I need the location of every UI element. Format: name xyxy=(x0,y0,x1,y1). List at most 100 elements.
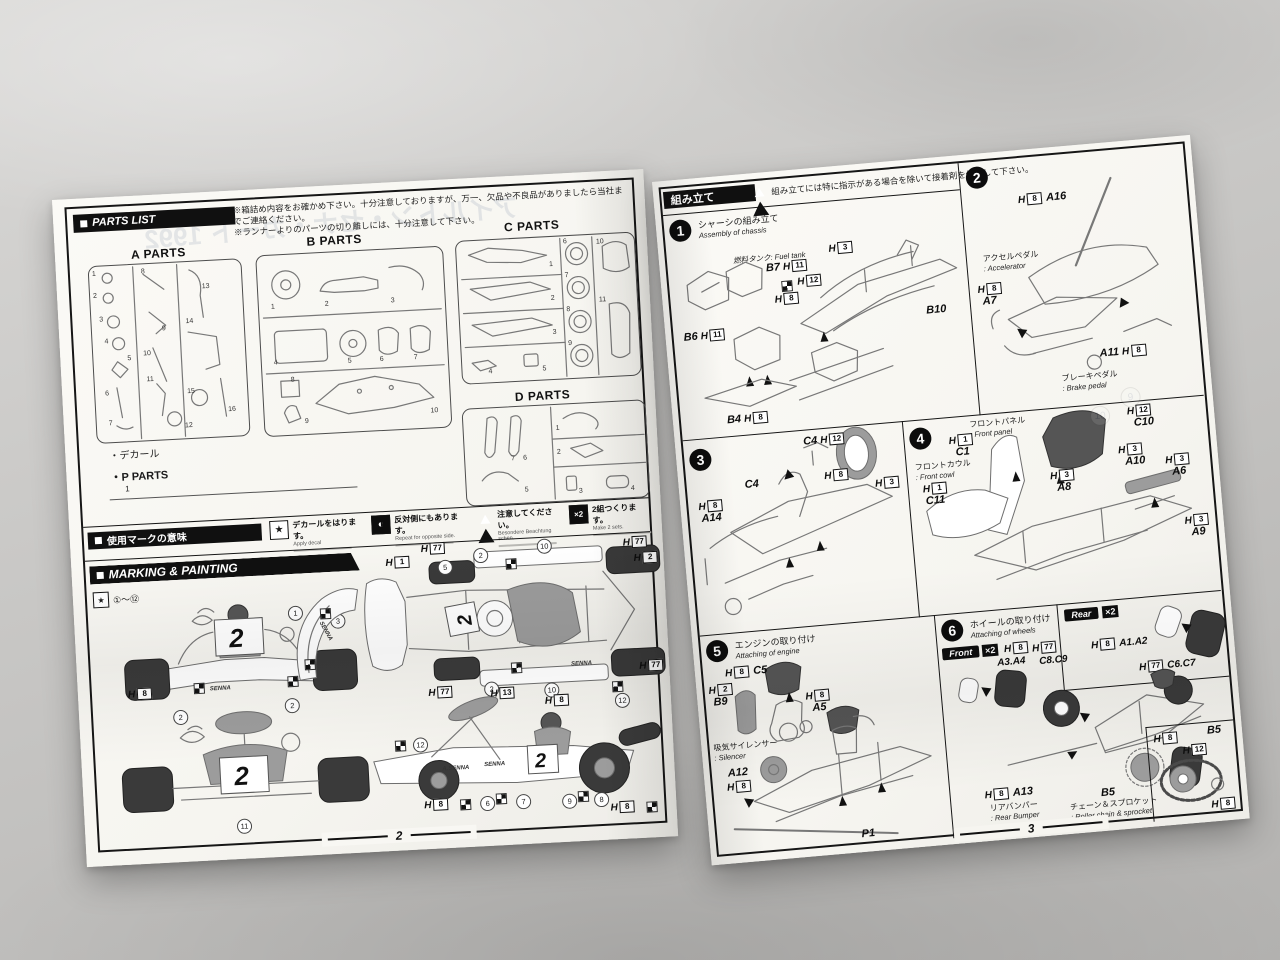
part-number: 16 xyxy=(228,405,237,414)
part-number: 1 xyxy=(555,424,560,432)
part-callout: C10 xyxy=(1133,415,1155,429)
warning-triangle-icon xyxy=(476,511,495,548)
decal-mark-icon xyxy=(304,658,316,671)
part-callout: A9 xyxy=(1191,525,1207,539)
runner-b-art xyxy=(256,247,451,436)
part-number: 10 xyxy=(142,350,152,358)
parts-list-header-bar: PARTS LIST xyxy=(72,206,236,233)
decal-mark-icon xyxy=(510,662,523,674)
part-number: 1 xyxy=(548,260,554,269)
marking-header-bar: MARKING & PAINTING xyxy=(89,552,360,584)
legend-jp: 2組つくります。 xyxy=(591,502,637,526)
part-callout: A10 xyxy=(1124,454,1146,468)
svg-text:2: 2 xyxy=(233,760,251,791)
engine-assembly-art xyxy=(700,615,954,859)
apply-decal-icon: ★ xyxy=(269,520,290,541)
decal-mark-icon xyxy=(319,607,332,620)
decal-mark-icon xyxy=(394,740,407,752)
decal-number: 8 xyxy=(593,791,610,808)
part-number: 6 xyxy=(562,238,567,246)
p-parts-label: ・P PARTS xyxy=(110,469,169,485)
chain-detail-art xyxy=(1146,720,1241,821)
part-callout: B5 xyxy=(1206,723,1222,737)
part-number: 12 xyxy=(184,421,193,430)
legend-item-caution: 注意してください。 Besondere Beachtung schen. xyxy=(476,506,565,548)
part-callout: C4 xyxy=(744,477,760,492)
part-callout: A12 xyxy=(727,765,749,780)
page-number-rule xyxy=(1042,821,1103,829)
parts-notice: ※箱詰め内容をお確かめ下さい。十分注意しておりますが、万一、欠品や不良品がありま… xyxy=(233,185,626,238)
decal-number: 11 xyxy=(236,818,253,835)
legend-header-bar: 使用マークの意味 xyxy=(87,523,263,550)
group-b-label: B PARTS xyxy=(306,231,363,249)
part-number: 2 xyxy=(550,294,555,303)
part-number: 8 xyxy=(290,376,295,384)
kart-side-view-art: 2 xyxy=(365,685,671,816)
part-number: 1 xyxy=(91,270,97,279)
decal-mark-icon xyxy=(459,798,472,811)
decal-mark-icon xyxy=(781,280,794,293)
part-number: 8 xyxy=(566,306,571,314)
part-number: 5 xyxy=(347,357,352,365)
part-number: 2 xyxy=(324,300,329,308)
group-a-label: A PARTS xyxy=(130,245,187,262)
svg-text:2: 2 xyxy=(533,750,546,773)
rear-bumper-caption: リアバンパー : Rear Bumper xyxy=(989,799,1040,823)
part-number: 11 xyxy=(146,375,154,384)
kart-front-view-art: 2 xyxy=(117,591,363,718)
part-number: 9 xyxy=(568,339,573,348)
part-number: 3 xyxy=(578,487,584,495)
marking-title: MARKING & PAINTING xyxy=(108,560,238,582)
assembly-title: 組み立て xyxy=(670,191,716,207)
decal-mark-icon xyxy=(611,680,624,693)
part-number: 6 xyxy=(522,454,528,462)
legend-title: 使用マークの意味 xyxy=(106,532,188,548)
group-c-label: C PARTS xyxy=(503,217,560,235)
part-number: 2 xyxy=(556,448,561,456)
cowl-seat-assembly-art xyxy=(903,395,1221,617)
right-page-frame: 組み立て 組み立てには特に指示がある場合を除いて接着剤を使用して下さい。 1 シ… xyxy=(658,141,1244,859)
step-6-cell: 6 ホイールの取り付け Attaching of wheels Front ×2… xyxy=(933,589,1242,839)
part-number: 15 xyxy=(187,387,196,396)
part-number: 6 xyxy=(379,355,384,364)
part-number: 9 xyxy=(161,325,166,333)
part-number: 6 xyxy=(105,390,110,398)
divider-line xyxy=(109,486,358,501)
decal-mark-icon xyxy=(495,793,508,805)
part-number: 3 xyxy=(99,316,104,324)
part-number: 4 xyxy=(273,359,278,367)
pedals-assembly-art xyxy=(959,144,1204,415)
part-number: 11 xyxy=(598,296,607,304)
page-number-rule xyxy=(327,835,388,841)
apply-decal-icon: ★ xyxy=(92,591,110,609)
part-callout: P1 xyxy=(861,827,876,841)
part-callout: B10 xyxy=(925,302,947,317)
part-number: 1 xyxy=(270,303,275,311)
decal-mark-icon xyxy=(646,801,658,813)
part-number: 5 xyxy=(542,365,547,373)
part-number: 5 xyxy=(127,355,132,363)
left-page-number: 2 xyxy=(321,824,477,847)
part-number: 7 xyxy=(413,354,418,362)
step-5-cell: 5 エンジンの取り付け Attaching of engine H xyxy=(700,615,954,859)
page-number-rule xyxy=(959,828,1020,836)
steering-assembly-art xyxy=(683,421,919,635)
decal-number: 7 xyxy=(515,793,532,810)
part-callout: A5 xyxy=(811,700,827,714)
